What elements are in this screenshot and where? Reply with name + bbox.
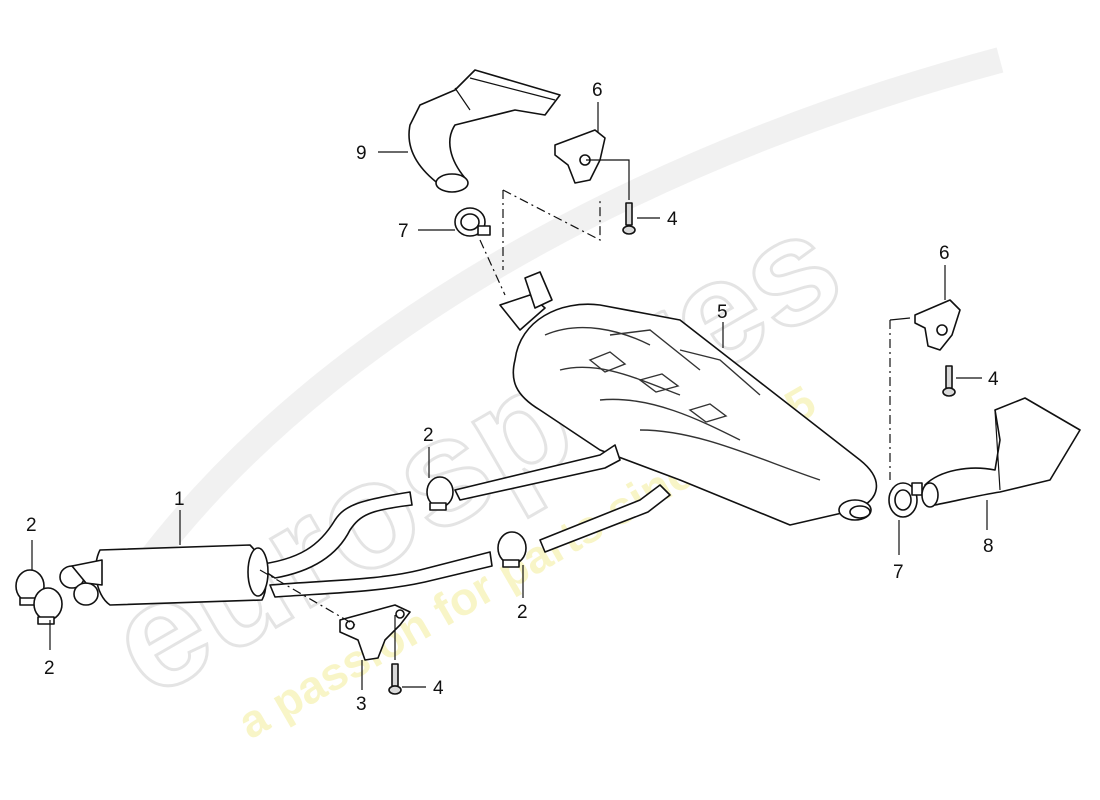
callout-clamp-left-lower: 2 [44, 658, 55, 679]
callout-leaders [31, 102, 988, 690]
callout-clamp-middle-lower: 2 [517, 602, 528, 623]
bolt-front [388, 663, 402, 695]
bolt-upper [622, 202, 636, 235]
callout-tailpipe-left: 9 [356, 143, 367, 164]
callout-bracket-upper: 6 [592, 80, 603, 101]
rear-silencer [499, 271, 878, 526]
callout-bolt-right: 4 [988, 369, 999, 390]
callout-rear-silencer: 5 [717, 302, 728, 323]
callout-clamp-middle-upper: 2 [423, 425, 434, 446]
callout-clamp-upper: 7 [398, 221, 409, 242]
assembly-lines [259, 159, 911, 660]
callout-bolt-upper: 4 [667, 209, 678, 230]
clamp-left-lower [33, 587, 63, 625]
callout-clamp-right: 7 [893, 562, 904, 583]
callout-bolt-front: 4 [433, 678, 444, 699]
clamp-right [888, 482, 923, 518]
callout-bracket-front: 3 [356, 694, 367, 715]
bracket-right [914, 299, 961, 351]
clamp-middle-lower [497, 531, 527, 568]
watermark-swoosh [139, 47, 1004, 568]
callout-tailpipe-right: 8 [983, 536, 994, 557]
bracket-upper [554, 129, 606, 184]
clamp-middle-upper [426, 476, 454, 511]
clamp-upper [454, 207, 491, 237]
callouts: 1 2 2 2 2 3 4 4 4 5 6 6 7 7 8 9 [26, 80, 999, 715]
tailpipe-right [921, 397, 1081, 508]
callout-bracket-right: 6 [939, 243, 950, 264]
bolt-right [942, 365, 956, 397]
callout-front-silencer: 1 [174, 489, 185, 510]
intermediate-pipes [254, 444, 671, 598]
tailpipe-left [408, 69, 561, 193]
callout-clamp-left-upper: 2 [26, 515, 37, 536]
front-silencer [59, 544, 269, 606]
